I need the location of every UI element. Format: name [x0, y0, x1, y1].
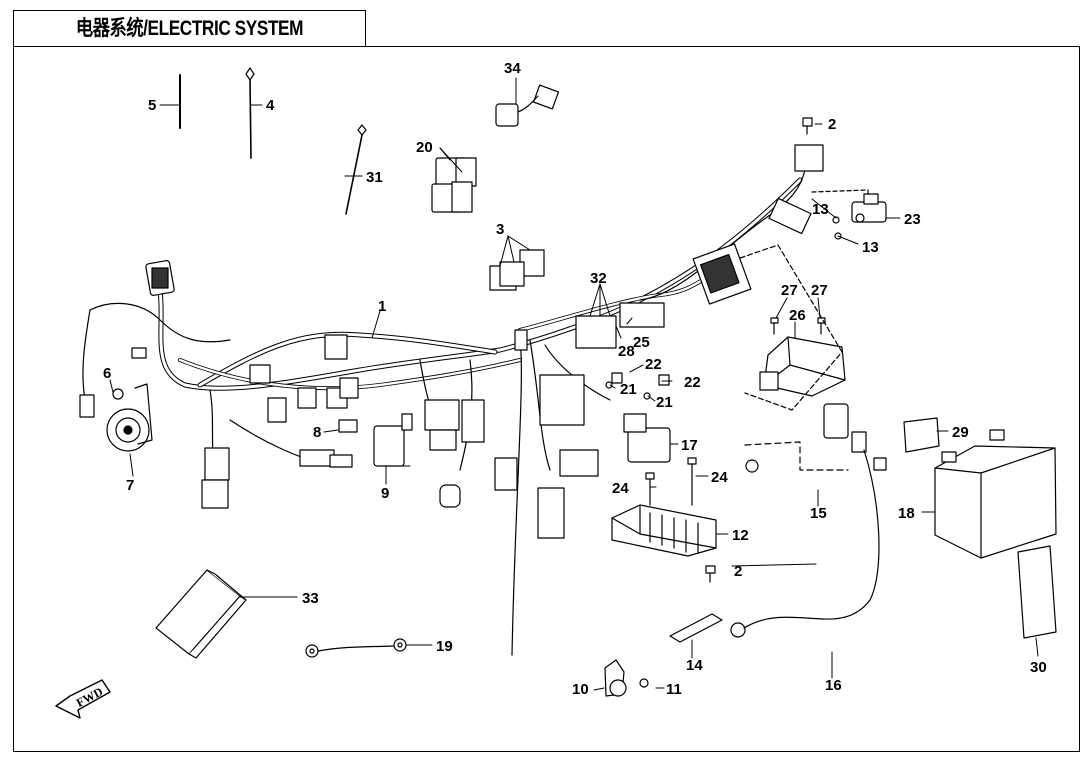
part-3-relays [489, 249, 545, 291]
callout-12: 12 [732, 527, 749, 544]
callout-31: 31 [366, 169, 383, 186]
callout-5: 5 [148, 97, 156, 114]
part-15-fuse-holder [745, 403, 887, 473]
callout-15: 15 [810, 505, 827, 522]
callout-17: 17 [681, 437, 698, 454]
callout-6: 6 [103, 365, 111, 382]
callout-27-right: 27 [811, 282, 828, 299]
part-34-connector [495, 84, 560, 127]
callout-4: 4 [266, 97, 275, 114]
fwd-direction-arrow: FWD [55, 679, 111, 719]
callout-27-left: 27 [781, 282, 798, 299]
callout-13-bottom: 13 [862, 239, 879, 256]
callout-13-top: 13 [812, 201, 829, 218]
callout-3: 3 [496, 221, 504, 238]
callout-18: 18 [898, 505, 915, 522]
callout-22-right: 22 [684, 374, 701, 391]
callout-33: 33 [302, 590, 319, 607]
parts-8-9-flasher [338, 413, 413, 467]
callout-23: 23 [904, 211, 921, 228]
part-16-cable [669, 449, 880, 643]
callout-20: 20 [416, 139, 433, 156]
part-33-module [155, 569, 247, 659]
part-18-battery [934, 429, 1057, 559]
callout-2-top: 2 [828, 116, 836, 133]
bolts [645, 117, 826, 583]
main-wiring-harness [82, 169, 806, 656]
part-26-ecu [759, 336, 846, 397]
part-19-ground-wire [305, 638, 407, 658]
ecu-leader-dashed [739, 244, 843, 411]
part-23-sensor [832, 193, 887, 240]
parts-17-21-22 [605, 372, 671, 463]
callout-32: 32 [590, 270, 607, 287]
fuse-leader-dashed [744, 441, 849, 471]
callout-labels: 1 2 2 3 4 5 6 7 8 9 10 11 12 13 13 14 15… [103, 60, 1047, 698]
callout-34: 34 [504, 60, 521, 77]
callout-2-bottom: 2 [734, 563, 742, 580]
callout-26: 26 [789, 307, 806, 324]
callout-7: 7 [126, 477, 134, 494]
harness-connectors [79, 144, 824, 539]
callout-9: 9 [381, 485, 389, 502]
callout-21-right: 21 [656, 394, 673, 411]
part-7-horn [106, 383, 153, 452]
parts-29-30-pads [903, 417, 1057, 639]
callout-10: 10 [572, 681, 589, 698]
callout-8: 8 [313, 424, 321, 441]
part-20-relays [431, 157, 477, 213]
callout-30: 30 [1030, 659, 1047, 676]
callout-19: 19 [436, 638, 453, 655]
callout-14: 14 [686, 657, 703, 674]
title-box: 电器系统/ELECTRIC SYSTEM [13, 10, 366, 46]
callout-29: 29 [952, 424, 969, 441]
parts-10-11 [604, 659, 649, 697]
callout-11: 11 [666, 681, 682, 698]
callout-leaders [109, 77, 1039, 691]
sensor-leader-dashed [811, 189, 869, 197]
callout-24-right: 24 [711, 469, 728, 486]
callout-24-left: 24 [612, 480, 629, 497]
callout-21-left: 21 [620, 381, 637, 398]
callout-1: 1 [378, 298, 386, 315]
callout-16: 16 [825, 677, 842, 694]
callout-25: 25 [633, 334, 650, 351]
page-title: 电器系统/ELECTRIC SYSTEM [75, 17, 304, 40]
part-12-regulator [611, 504, 717, 557]
cable-ties [179, 67, 367, 215]
drawing-frame [13, 46, 1080, 752]
callout-22-left: 22 [645, 356, 662, 373]
callout-28: 28 [618, 343, 635, 360]
